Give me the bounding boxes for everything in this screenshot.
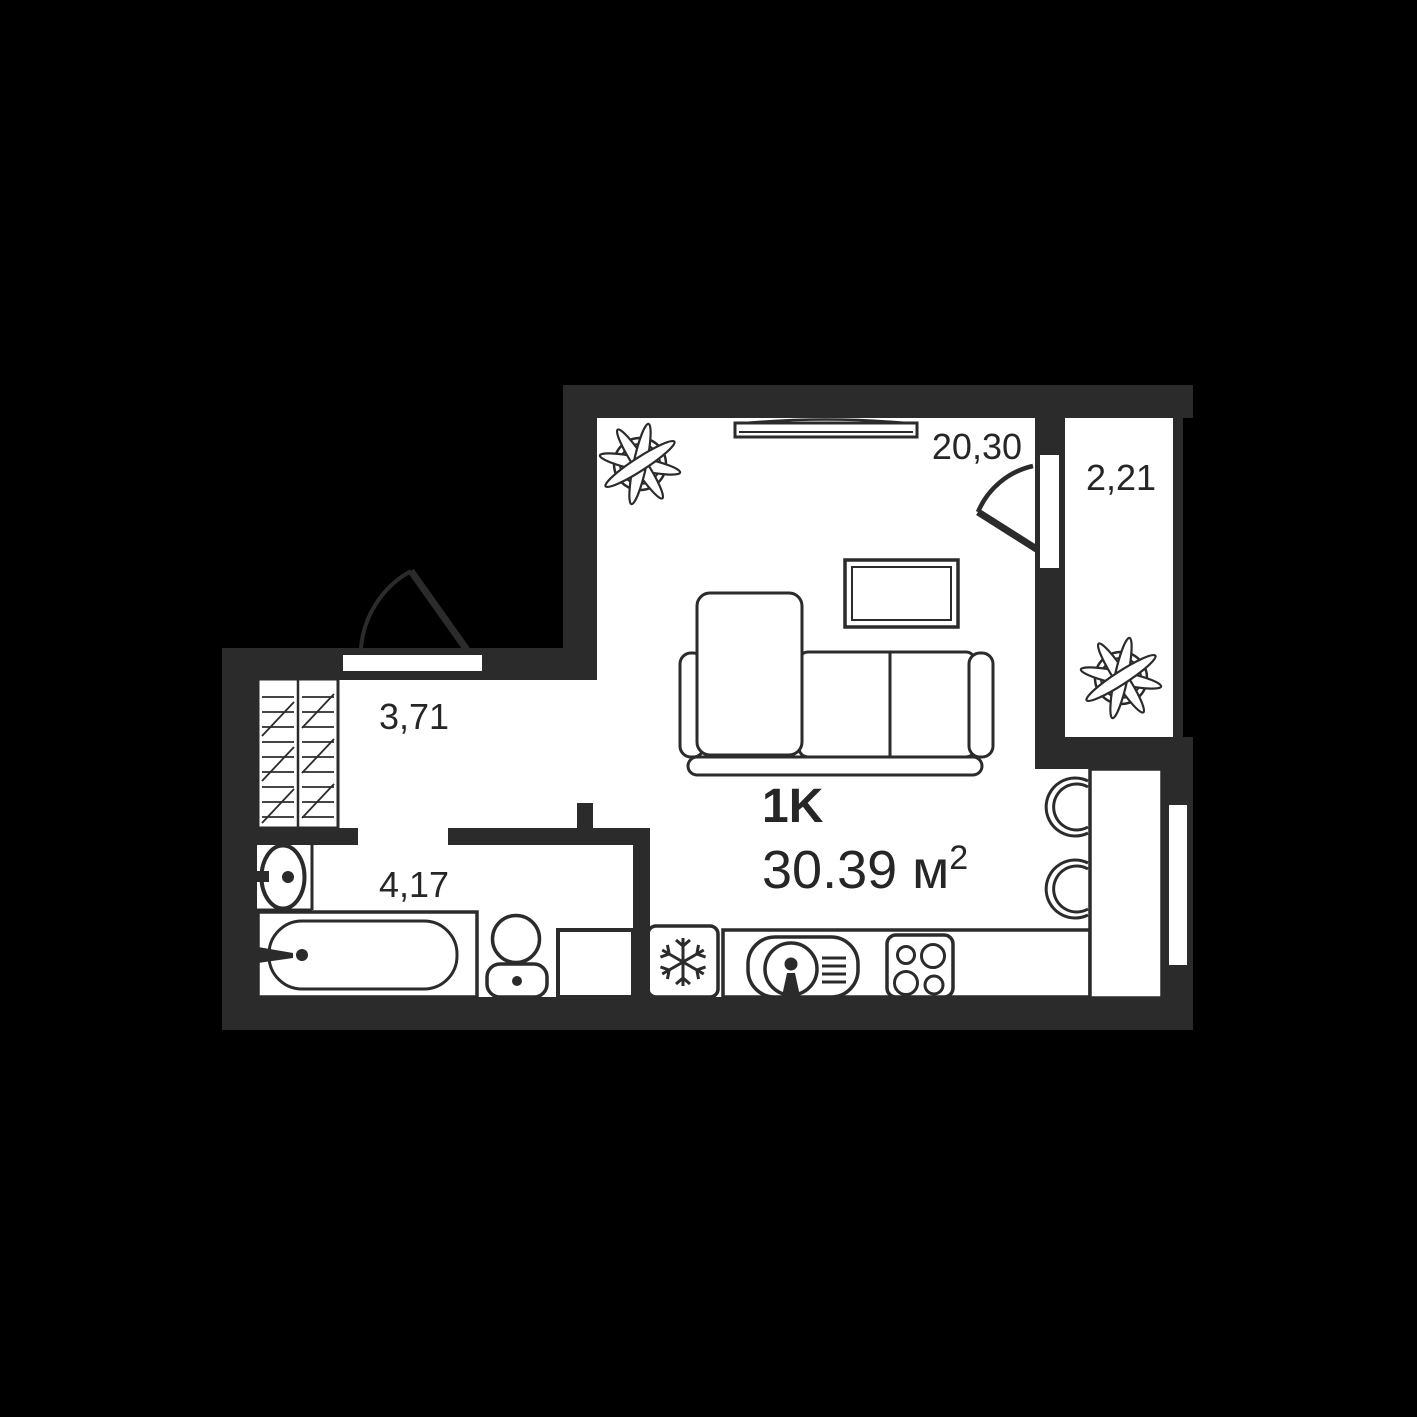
sofa: [678, 591, 995, 777]
wall-living-left: [563, 385, 597, 680]
room-label-hallway: 3,71: [379, 696, 449, 737]
wall-bottom: [222, 997, 1193, 1030]
sofa-base: [686, 755, 984, 777]
tap-icon: [782, 973, 800, 996]
wall-top: [563, 385, 1193, 418]
area-superscript: 2: [949, 839, 968, 877]
door-arc-icon: [975, 463, 1034, 513]
sofa-chaise: [695, 591, 804, 757]
door-arc-entrance: [359, 568, 470, 653]
bar-counter: [1088, 767, 1164, 1000]
bathroom-sink: [254, 843, 314, 912]
tap-icon: [258, 947, 293, 963]
apartment-area-label: 30.39 м2: [762, 839, 968, 900]
cabinet-niche: [556, 928, 635, 999]
door-arc-icon: [359, 569, 412, 649]
kitchen-sink: [746, 935, 860, 999]
drainer-icon: [822, 956, 846, 984]
sofa-seats: [797, 650, 977, 759]
door-leaf-icon: [976, 509, 1040, 553]
wardrobe: [256, 677, 340, 830]
tap-icon: [254, 871, 269, 882]
entrance-opening: [343, 655, 482, 671]
door-leaf-icon: [408, 568, 470, 653]
wall-balcony-bottom: [1035, 737, 1193, 769]
room-label-balcony: 2,21: [1086, 457, 1156, 498]
stove: [885, 933, 955, 999]
apartment-type-label: 1K: [762, 780, 824, 833]
kitchen-counter: [721, 928, 1092, 999]
window-sill: [733, 418, 919, 439]
window-opening: [1169, 805, 1187, 965]
wall-stub: [577, 803, 593, 828]
fridge: [646, 924, 720, 999]
balcony-door-opening: [1040, 455, 1059, 568]
room-label-bathroom: 4,17: [379, 864, 449, 905]
bar-chair: [1044, 858, 1089, 920]
wall-bath-top-left: [230, 828, 358, 845]
area-value: 30.39 м: [762, 840, 949, 900]
bar-chair: [1044, 776, 1089, 838]
wall-kitchen-divider: [633, 828, 650, 998]
wall-bath-top-right: [448, 828, 650, 845]
stove-burners-icon: [893, 943, 946, 996]
room-label-living: 20,30: [932, 426, 1022, 467]
tv-stand: [843, 558, 960, 629]
bathtub: [256, 910, 479, 999]
sofa-armrest-right: [967, 651, 995, 759]
wardrobe-hatch: [261, 693, 335, 824]
wall-balcony-glazing: [1173, 418, 1183, 737]
door-arc-balcony: [975, 463, 1040, 553]
